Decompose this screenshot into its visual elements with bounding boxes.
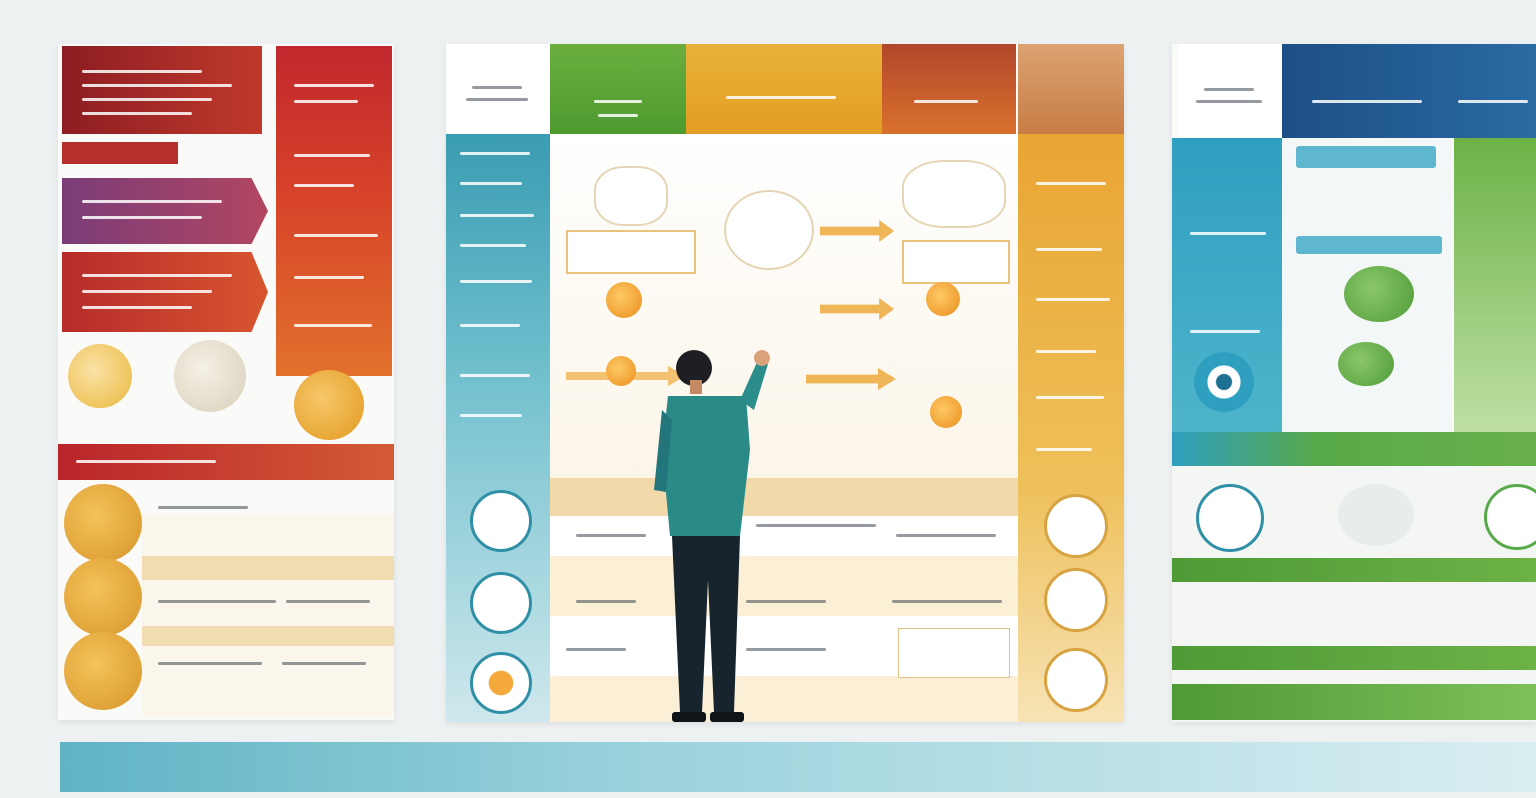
table-header-band [550, 478, 1018, 516]
gold-circle-2 [64, 558, 142, 636]
right-green-row-3 [1172, 684, 1536, 720]
right-lower-icon-2 [1338, 484, 1414, 546]
beige-row-3 [142, 580, 394, 626]
person-figure [654, 350, 770, 722]
header-white-tab [446, 44, 550, 134]
orange-dot-3 [926, 282, 960, 316]
flow-node-3 [902, 160, 1006, 228]
orange-dot-4 [930, 396, 962, 428]
flow-node-1 [594, 166, 668, 226]
target-icon [1194, 352, 1254, 412]
right-blue-label-2 [1296, 236, 1442, 254]
orange-dot-1 [606, 282, 642, 318]
gold-column [1018, 134, 1124, 722]
gold-circle-1 [64, 484, 142, 562]
beige-row-5 [142, 646, 394, 716]
gold-col-icon-2 [1044, 568, 1108, 632]
caption-bar [60, 742, 1536, 792]
right-teal-column [1172, 138, 1282, 468]
header-tan-tab [1018, 44, 1124, 134]
red-strip [62, 142, 178, 164]
right-infographic-panel [1172, 44, 1536, 722]
left-infographic-panel [58, 44, 394, 720]
center-infographic-panel [446, 44, 1124, 722]
coins-icon [68, 344, 132, 408]
table-row-b [550, 556, 1018, 616]
right-header-navy [1282, 44, 1536, 138]
gold-medal-icon [294, 370, 364, 440]
right-green-column [1454, 138, 1536, 438]
green-tree-1 [1344, 266, 1414, 322]
table-row-d [550, 676, 1018, 722]
orange-dot-2 [606, 356, 636, 386]
note-card [898, 628, 1010, 678]
right-green-row-1 [1172, 558, 1536, 582]
gold-col-icon-1 [1044, 494, 1108, 558]
purple-arrow-block [62, 178, 268, 244]
right-header-white [1178, 44, 1282, 138]
gold-col-icon-3 [1044, 648, 1108, 712]
right-green-row-2 [1172, 646, 1536, 670]
header-gold-tab [686, 44, 882, 134]
right-blue-label [1296, 146, 1436, 168]
gold-circle-3 [64, 632, 142, 710]
teal-icon-1 [470, 490, 532, 552]
flow-box-2 [902, 240, 1010, 284]
header-brown-tab [882, 44, 1016, 134]
flow-box-1 [566, 230, 696, 274]
right-lower-icon-1 [1196, 484, 1264, 552]
orange-bulb-icon [470, 652, 532, 714]
beige-row-4 [142, 626, 394, 646]
beige-row-2 [142, 556, 394, 580]
red-banner [62, 46, 262, 134]
header-green-tab [550, 44, 686, 134]
right-green-band [1172, 432, 1536, 466]
chart-icon [174, 340, 246, 412]
green-tree-2 [1338, 342, 1394, 386]
right-lower-icon-3 [1484, 484, 1536, 550]
teal-icon-2 [470, 572, 532, 634]
flow-node-2 [724, 190, 814, 270]
